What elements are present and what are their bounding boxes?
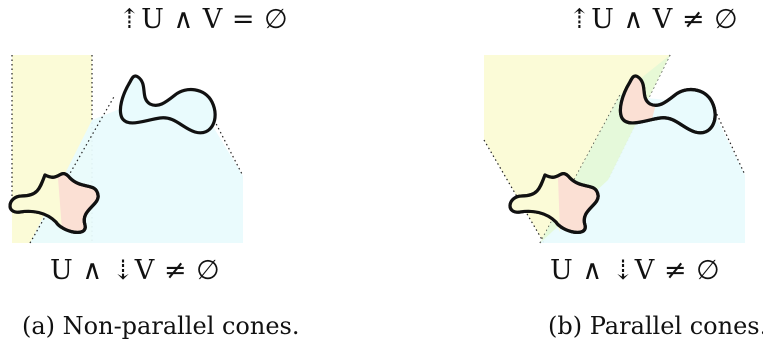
shape-u-outline (8, 172, 100, 234)
panel-parallel: ⇡U ∧ V ≠ ∅ U ∧ ⇣V ≠ ∅ (b) Parallel cones… (380, 0, 763, 349)
down-cone-boundary-left (29, 94, 116, 244)
caption: (b) Parallel cones. (548, 312, 763, 340)
bottom-label: U ∧ ⇣V ≠ ∅ (550, 255, 721, 286)
bottom-label: U ∧ ⇣V ≠ ∅ (50, 255, 221, 286)
down-cone-boundary-right (207, 107, 244, 177)
panel-non-parallel: ⇡U ∧ V = ∅ U ∧ ⇣V ≠ ∅ (a) Non-parallel c… (0, 0, 380, 349)
shape-u-left-part (510, 175, 560, 232)
top-label: ⇡U ∧ V = ∅ (118, 4, 289, 35)
shape-u-outline (508, 172, 600, 234)
up-cone-boundary-left (483, 139, 545, 244)
shape-v-upper-right (118, 74, 217, 135)
shape-v-outline (618, 74, 717, 135)
top-label: ⇡U ∧ V ≠ ∅ (568, 4, 739, 35)
diagram-non-parallel (8, 55, 244, 244)
up-cone-boundary-right (607, 54, 671, 181)
shape-v-overlap (620, 75, 656, 124)
diagram-parallel (483, 54, 746, 244)
down-cone-boundary-right (714, 109, 746, 176)
caption: (a) Non-parallel cones. (22, 312, 300, 340)
